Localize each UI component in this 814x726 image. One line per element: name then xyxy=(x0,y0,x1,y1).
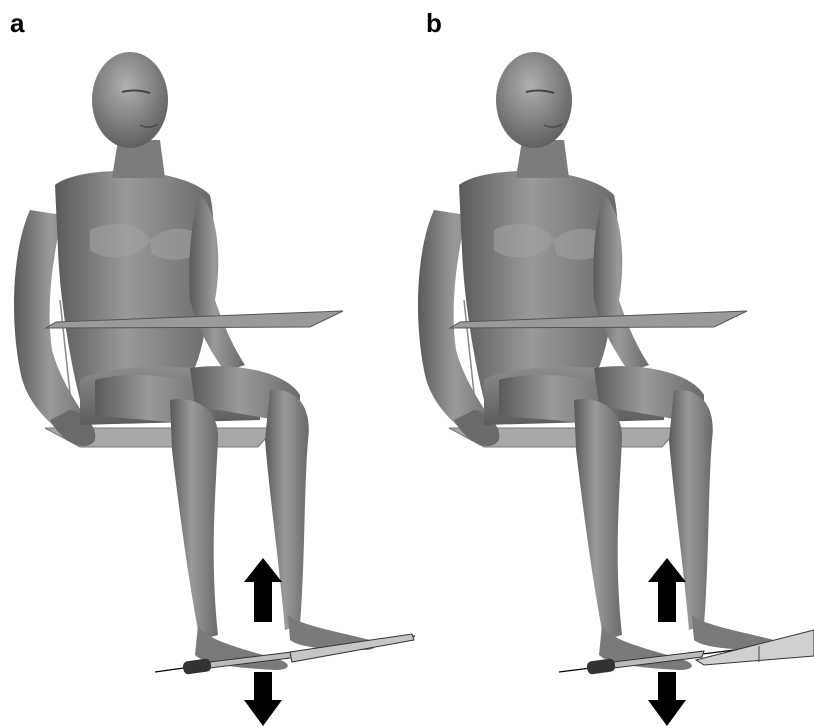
panel-b xyxy=(418,52,814,726)
panel-a xyxy=(14,52,415,726)
pedal-plate-a xyxy=(155,634,415,675)
seated-figure-b xyxy=(418,52,780,670)
arrow-up-icon xyxy=(648,558,686,622)
arrow-down-icon xyxy=(244,672,282,726)
seated-figure-a xyxy=(14,52,376,670)
arrow-up-icon xyxy=(244,558,282,622)
arrow-down-icon xyxy=(648,672,686,726)
